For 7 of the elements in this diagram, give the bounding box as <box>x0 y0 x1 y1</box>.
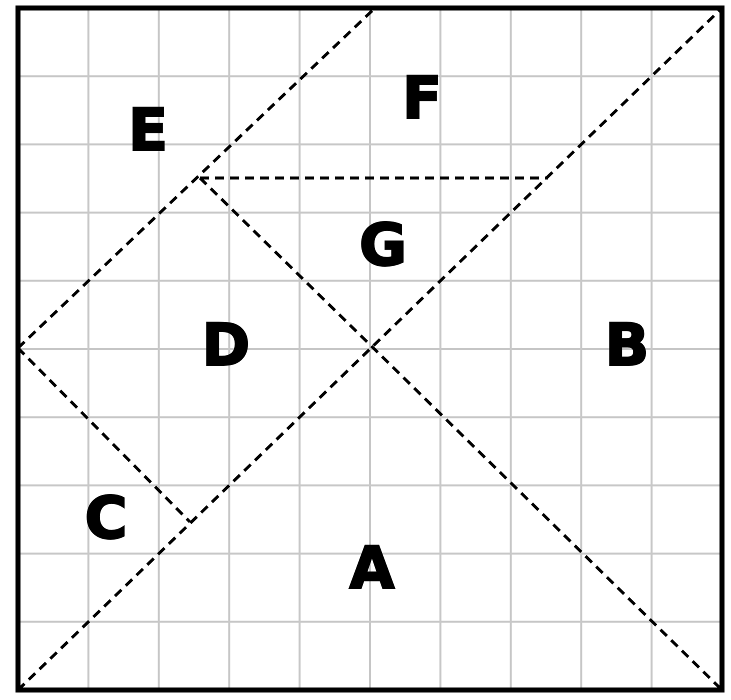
piece-letter: B <box>604 316 650 374</box>
piece-letter: E <box>128 101 168 159</box>
piece-letter: F <box>402 69 442 127</box>
piece-letter: G <box>359 216 407 274</box>
piece-letter: A <box>350 539 394 597</box>
piece-letter: D <box>202 316 250 374</box>
piece-letter: C <box>84 489 128 547</box>
